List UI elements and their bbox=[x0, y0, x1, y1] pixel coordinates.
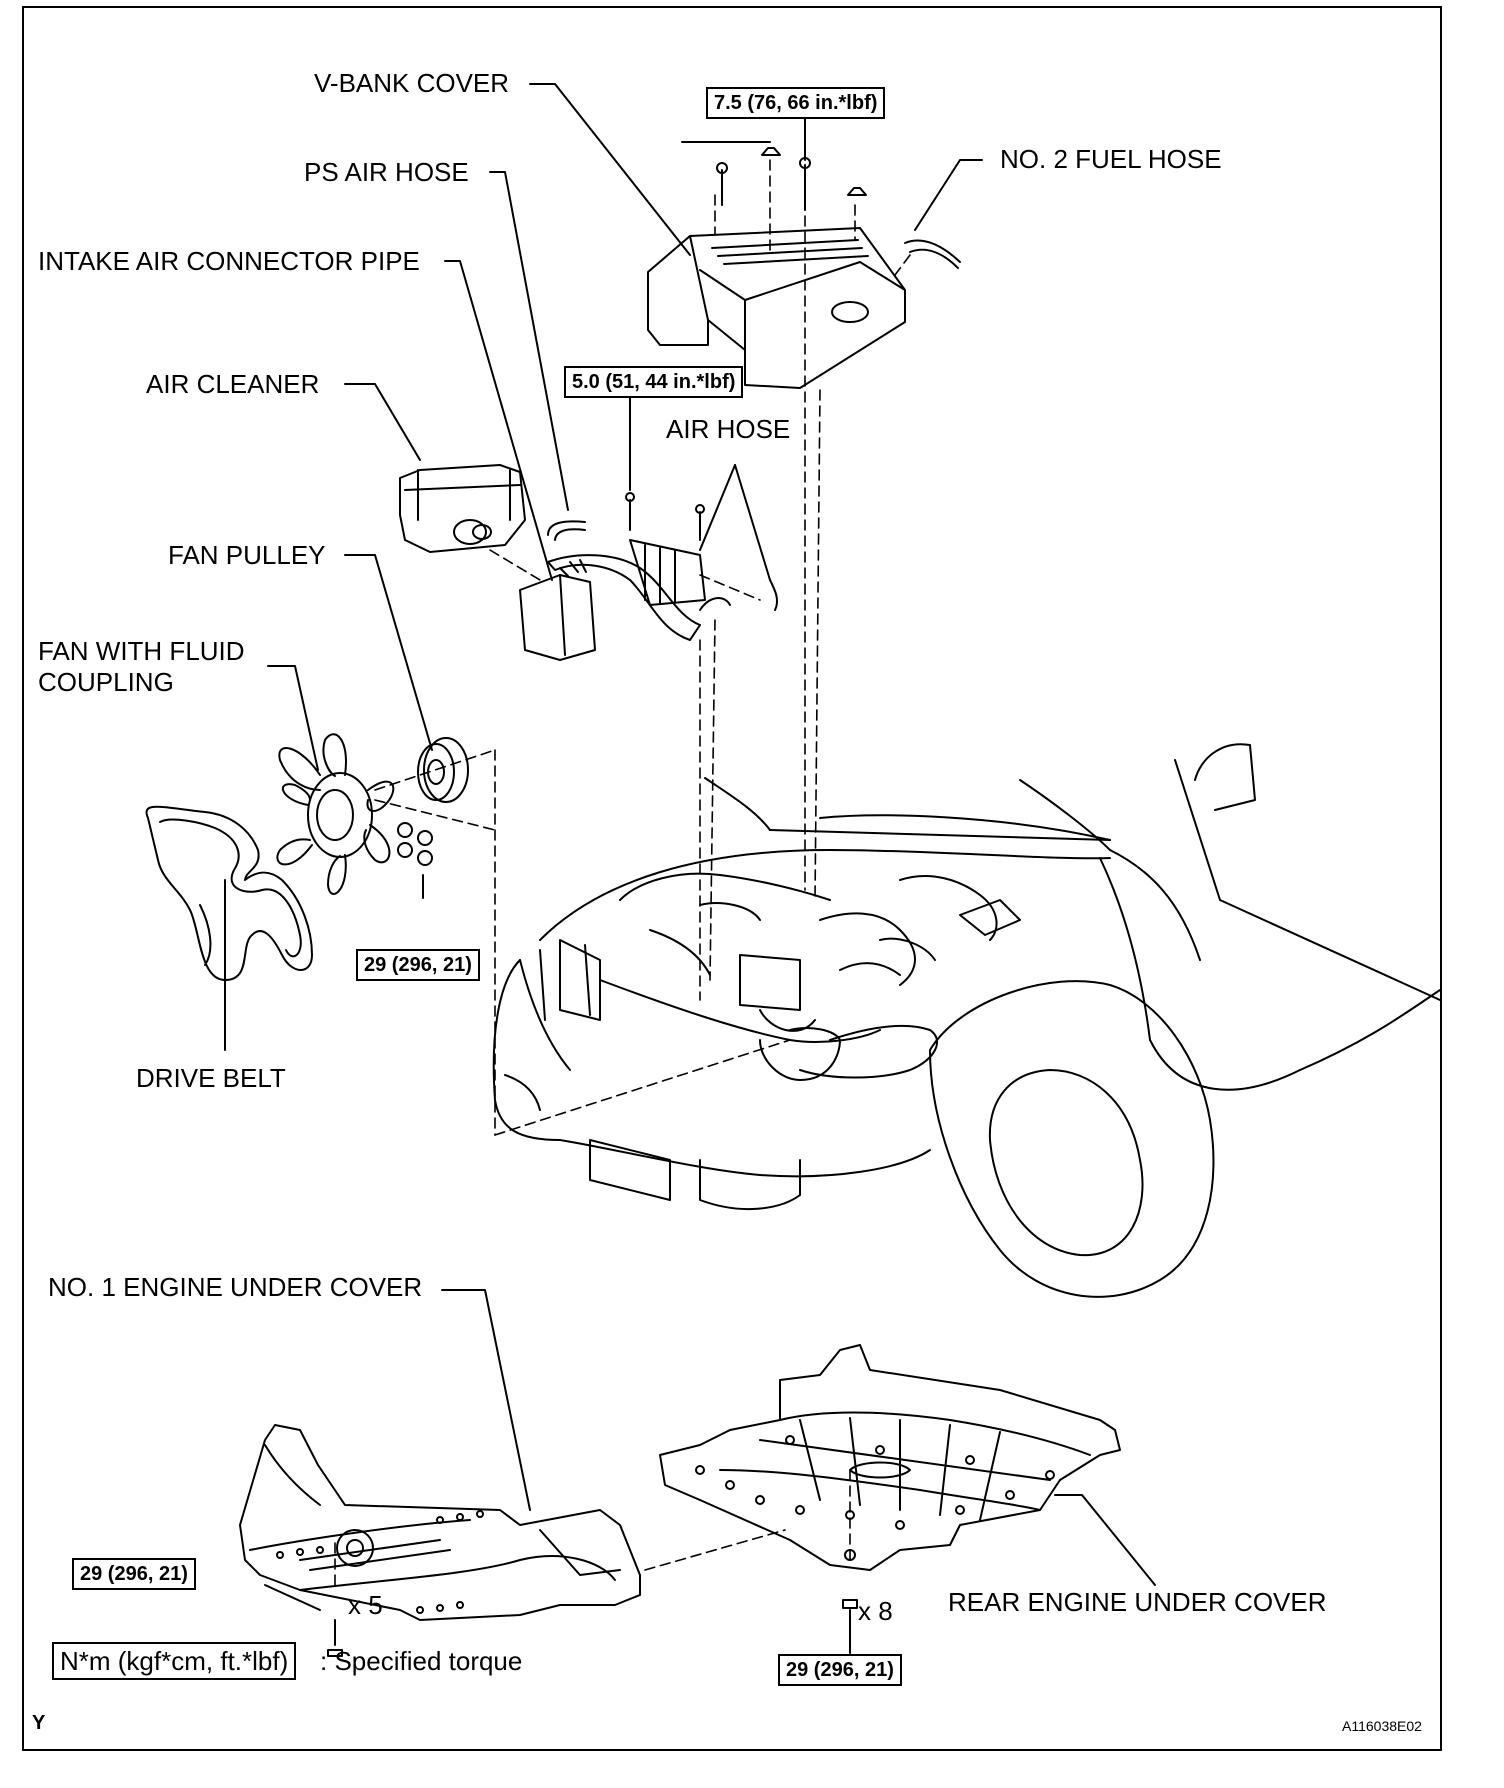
fan-pulley-part bbox=[417, 737, 469, 803]
intake-air-connector-pipe-part bbox=[519, 492, 779, 661]
fan-with-fluid-coupling-part bbox=[276, 733, 395, 895]
torque-under-cover-rear: 29 (296, 21) bbox=[778, 1654, 902, 1686]
v-bank-cover-part bbox=[647, 147, 906, 389]
label-ps-air-hose: PS AIR HOSE bbox=[304, 157, 469, 187]
ps-air-hose-part bbox=[547, 520, 586, 541]
label-drive-belt: DRIVE BELT bbox=[136, 1063, 286, 1093]
label-no2-fuel-hose: NO. 2 FUEL HOSE bbox=[1000, 144, 1222, 174]
label-air-hose: AIR HOSE bbox=[666, 414, 791, 444]
figure-id: A116038E02 bbox=[1342, 1718, 1422, 1734]
no1-engine-under-cover-part bbox=[239, 1424, 641, 1657]
dashed-alignment-lines bbox=[334, 159, 911, 1586]
quantity-front-bolts: x 5 bbox=[348, 1590, 383, 1620]
no2-fuel-hose-part bbox=[904, 239, 961, 269]
rear-engine-under-cover-part bbox=[659, 1344, 1121, 1631]
quantity-rear-bolts: x 8 bbox=[858, 1596, 893, 1626]
torque-under-cover-front: 29 (296, 21) bbox=[72, 1558, 196, 1590]
torque-air-hose: 5.0 (51, 44 in.*lbf) bbox=[564, 366, 744, 398]
vehicle-front-body bbox=[492, 743, 1441, 1298]
diagram-frame bbox=[22, 6, 1442, 1751]
corner-mark: Y bbox=[32, 1712, 46, 1734]
label-fan-with-fluid-coupling-line2: COUPLING bbox=[38, 667, 174, 697]
fan-nuts-part bbox=[397, 822, 433, 866]
drive-belt-part bbox=[145, 805, 313, 981]
label-rear-engine-under-cover: REAR ENGINE UNDER COVER bbox=[948, 1587, 1327, 1617]
air-cleaner-part bbox=[399, 464, 526, 553]
leader-lines bbox=[224, 83, 1156, 1654]
label-no1-engine-under-cover: NO. 1 ENGINE UNDER COVER bbox=[48, 1272, 423, 1302]
torque-v-bank-cover: 7.5 (76, 66 in.*lbf) bbox=[706, 87, 886, 119]
label-intake-air-connector-pipe: INTAKE AIR CONNECTOR PIPE bbox=[38, 246, 420, 276]
legend-unit-box: N*m (kgf*cm, ft.*lbf) bbox=[52, 1642, 297, 1680]
label-v-bank-cover: V-BANK COVER bbox=[314, 68, 510, 98]
torque-fan-nut: 29 (296, 21) bbox=[356, 949, 480, 981]
label-air-cleaner: AIR CLEANER bbox=[146, 369, 320, 399]
label-fan-with-fluid-coupling-line1: FAN WITH FLUID bbox=[38, 636, 245, 666]
label-fan-pulley: FAN PULLEY bbox=[168, 540, 326, 570]
legend-description: : Specified torque bbox=[320, 1646, 523, 1676]
